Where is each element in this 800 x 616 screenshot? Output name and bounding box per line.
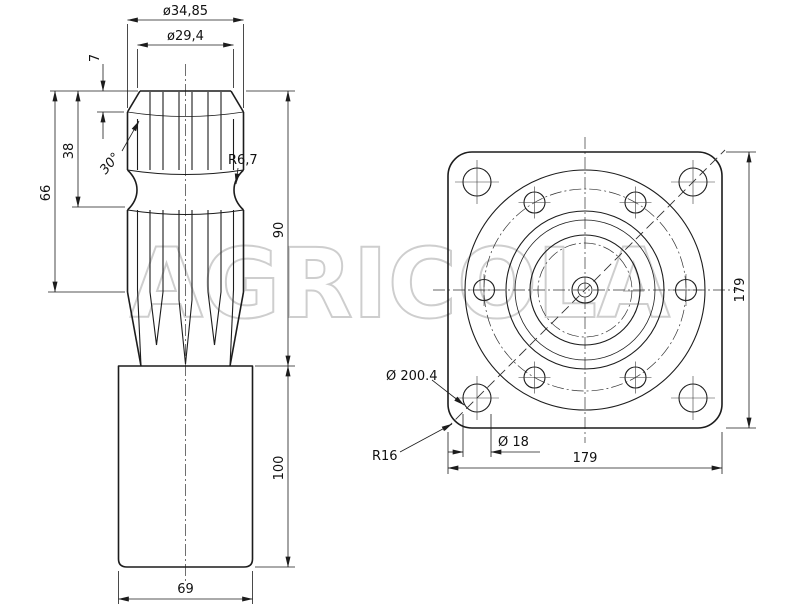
dim-chamfer-length: 7 xyxy=(50,54,138,139)
dim-flange-height: 179 xyxy=(726,151,756,429)
bolt-hole xyxy=(518,361,551,394)
label-inner-diameter: ø29,4 xyxy=(167,29,204,44)
dim-inner-diameter: ø29,4 xyxy=(137,29,234,88)
label-body-width: 69 xyxy=(177,582,194,597)
dim-flange-width: 179 xyxy=(447,432,723,474)
dim-corner-radius: R16 xyxy=(372,423,453,464)
dim-outer-diameter: ø34,85 xyxy=(127,4,244,108)
label-spline-length: 90 xyxy=(272,222,287,239)
label-neck-radius: R6,7 xyxy=(228,153,258,168)
neck-groove xyxy=(127,111,244,216)
bolt-holes xyxy=(468,186,702,394)
dim-bolt-circle: Ø 200.4 xyxy=(386,149,726,431)
dim-body-length: 100 xyxy=(255,365,295,568)
dim-neck-radius: R6,7 xyxy=(228,153,258,185)
label-chamfer-angle: 30° xyxy=(97,150,123,177)
label-body-length: 100 xyxy=(272,456,287,481)
shaft-outline xyxy=(126,90,245,367)
label-corner-radius: R16 xyxy=(372,449,398,464)
bolt-hole xyxy=(619,186,652,219)
dim-body-width: 69 xyxy=(118,571,253,604)
corner-hole xyxy=(455,160,499,204)
label-spline-working-length: 66 xyxy=(39,185,54,202)
label-neck-position: 38 xyxy=(62,143,77,160)
label-hole-diameter: Ø 18 xyxy=(498,435,529,450)
diagonal-pitch-line xyxy=(444,149,726,431)
shaft-body xyxy=(117,365,254,568)
dim-chamfer-angle: 30° xyxy=(97,120,140,177)
flange-front-view: Ø 200.4 Ø 18 R16 179 179 xyxy=(372,137,756,474)
watermark: AGRICOLA xyxy=(129,227,671,341)
corner-hole xyxy=(671,376,715,420)
flange-body xyxy=(447,151,723,429)
spline-teeth xyxy=(136,92,235,367)
label-bolt-circle-dia: Ø 200.4 xyxy=(386,369,438,384)
bolt-hole xyxy=(468,274,500,306)
bolt-hole xyxy=(518,186,551,219)
bolt-hole xyxy=(670,274,702,306)
label-flange-height: 179 xyxy=(733,278,748,303)
dim-neck-position: 38 xyxy=(62,90,125,208)
dim-spline-working-length: 66 xyxy=(39,90,125,293)
label-flange-width: 179 xyxy=(573,451,598,466)
dim-hole-diameter: Ø 18 xyxy=(448,414,540,457)
bolt-hole xyxy=(619,361,652,394)
watermark-text: AGRICOLA xyxy=(130,228,670,340)
label-outer-diameter: ø34,85 xyxy=(163,4,208,19)
label-chamfer-length: 7 xyxy=(88,54,103,62)
